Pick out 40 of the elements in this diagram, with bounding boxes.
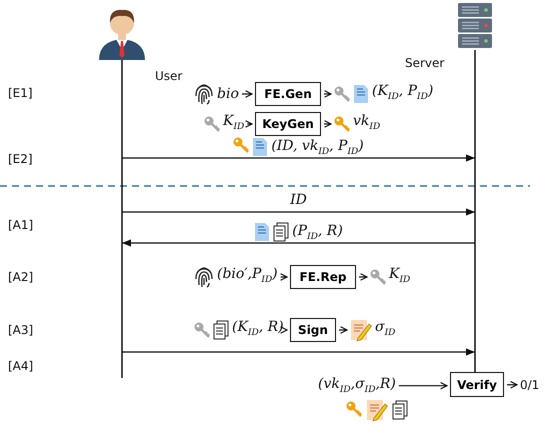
process-box: FE.Gen — [255, 82, 321, 106]
arrow — [122, 154, 475, 162]
process-box: Sign — [290, 318, 336, 342]
arrow — [339, 326, 348, 334]
arrow — [324, 120, 332, 128]
step-label: [A3] — [8, 322, 34, 338]
step-label: [A2] — [8, 269, 34, 285]
process-box: FE.Rep — [290, 265, 356, 289]
arrow — [359, 273, 368, 281]
arrow — [122, 239, 475, 247]
arrow — [324, 90, 332, 98]
step-label: [E1] — [8, 85, 33, 101]
step-label: [A4] — [8, 358, 34, 374]
arrow — [507, 381, 518, 388]
arrow — [280, 273, 288, 281]
process-box: Verify — [450, 372, 504, 397]
formula-text: (vk$_{ID}$,σ$_{ID}$,R) — [318, 375, 396, 399]
arrow — [122, 348, 475, 356]
actor-label: User — [155, 68, 182, 85]
formula-text: (K$_{ID}$, P$_{ID}$) — [372, 82, 434, 104]
formula-text: bio — [217, 85, 239, 103]
arrow — [280, 326, 288, 334]
formula-text: K$_{ID}$ — [389, 265, 410, 287]
edge-label: (ID, vk$_{ID}$, P$_{ID}$) — [271, 137, 364, 159]
edge-label: (P$_{ID}$, R) — [292, 222, 343, 244]
actor-label: Server — [405, 55, 444, 72]
step-label: [A1] — [8, 217, 34, 233]
step-label: [E2] — [8, 151, 33, 167]
arrow — [398, 382, 448, 390]
edge-label: ID — [290, 191, 307, 209]
formula-text: (bio′,P$_{ID}$) — [217, 265, 278, 287]
process-box: KeyGen — [255, 112, 321, 136]
result-text: 0/1 — [520, 376, 540, 394]
formula-text: K$_{ID}$ — [223, 112, 244, 134]
arrow — [242, 90, 253, 98]
formula-text: σ$_{ID}$ — [375, 318, 396, 340]
formula-text: (K$_{ID}$, R) — [232, 318, 284, 340]
formula-text: vk$_{ID}$ — [353, 112, 380, 134]
arrow — [245, 120, 253, 128]
arrow — [122, 208, 475, 216]
